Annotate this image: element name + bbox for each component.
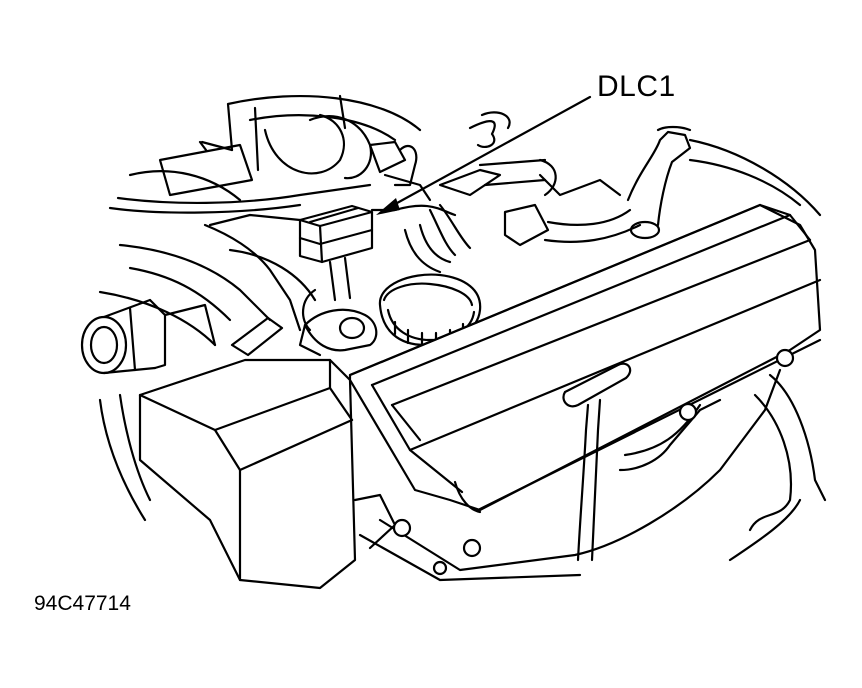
dlc1-leader — [376, 95, 592, 215]
vacuum-hoses — [368, 111, 557, 202]
lower-hose — [298, 288, 378, 357]
head-gasket-edge — [358, 348, 827, 582]
water-outlet-pipe — [80, 298, 217, 375]
intake-manifold — [98, 94, 422, 347]
timing-cover — [98, 316, 397, 590]
cylinder-head-cover — [348, 203, 822, 514]
coolant-hoses — [403, 173, 642, 274]
dlc1-connector — [298, 204, 457, 302]
figure-code: 94C47714 — [34, 592, 131, 615]
dlc1-label: DLC1 — [597, 70, 676, 103]
pcv-hose — [562, 362, 632, 562]
